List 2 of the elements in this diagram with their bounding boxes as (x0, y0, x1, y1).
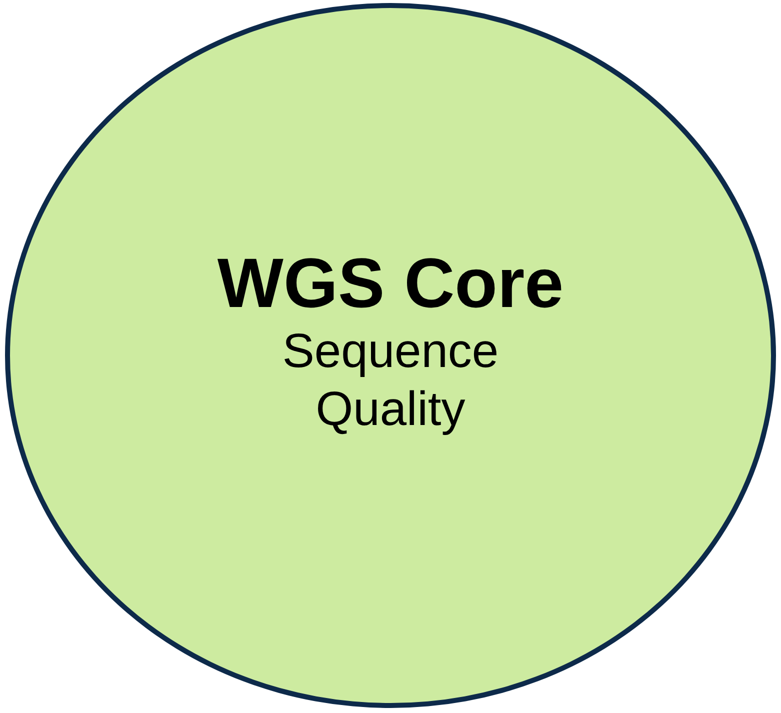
node-title: WGS Core (217, 242, 564, 324)
node-subtitle: Sequence Quality (281, 324, 500, 438)
